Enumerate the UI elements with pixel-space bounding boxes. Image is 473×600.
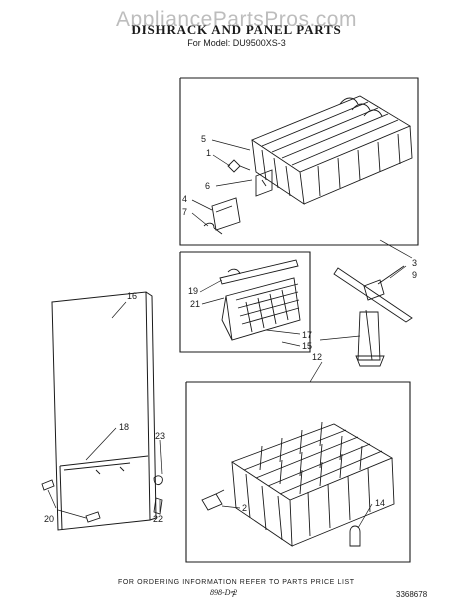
callout-23: 23 (155, 431, 165, 441)
callout-12: 12 (312, 352, 322, 362)
callout-14: 14 (375, 498, 385, 508)
silverware-basket (219, 259, 301, 341)
lower-leaders (221, 503, 373, 529)
callout-18: 18 (119, 422, 129, 432)
lower-dishrack (231, 421, 395, 547)
handwritten-note: 898-D-2 (210, 588, 238, 597)
front-panel (51, 291, 157, 531)
rack-adjuster-parts (203, 159, 273, 235)
callout-19: 19 (188, 286, 198, 296)
basket-box (179, 251, 311, 353)
ordering-note: FOR ORDERING INFORMATION REFER TO PARTS … (118, 579, 355, 586)
callout-9: 9 (412, 270, 417, 280)
page-number: 7 (231, 590, 236, 599)
callout-1: 1 (206, 148, 211, 158)
upper-leaders (191, 139, 413, 259)
spray-arm (333, 265, 413, 367)
callout-7: 7 (182, 207, 187, 217)
lower-rack-parts (201, 489, 361, 547)
callout-21: 21 (190, 299, 200, 309)
page-title: DISHRACK AND PANEL PARTS (131, 22, 342, 37)
callout-3: 3 (412, 258, 417, 268)
panel-hardware (41, 475, 163, 523)
callout-2: 2 (242, 503, 247, 513)
upper-dishrack (251, 95, 413, 205)
callout-4: 4 (182, 194, 187, 204)
document-code: 3368678 (396, 590, 428, 599)
callout-17: 17 (302, 330, 312, 340)
lower-rack-box (185, 381, 411, 563)
callout-5: 5 (201, 134, 206, 144)
upper-rack-box (179, 77, 419, 246)
basket-leaders (199, 279, 301, 347)
callout-15: 15 (302, 341, 312, 351)
callout-22: 22 (153, 514, 163, 524)
spray-leaders (309, 265, 407, 383)
callout-numbers: 5 1 6 4 7 3 9 19 21 17 15 12 16 23 18 2 … (44, 134, 417, 524)
callout-16: 16 (127, 291, 137, 301)
watermark: AppliancePartsPros.com (116, 8, 357, 31)
callout-20: 20 (44, 514, 54, 524)
callout-6: 6 (205, 181, 210, 191)
model-label: For Model: DU9500XS-3 (187, 38, 286, 48)
panel-leaders (47, 301, 163, 519)
